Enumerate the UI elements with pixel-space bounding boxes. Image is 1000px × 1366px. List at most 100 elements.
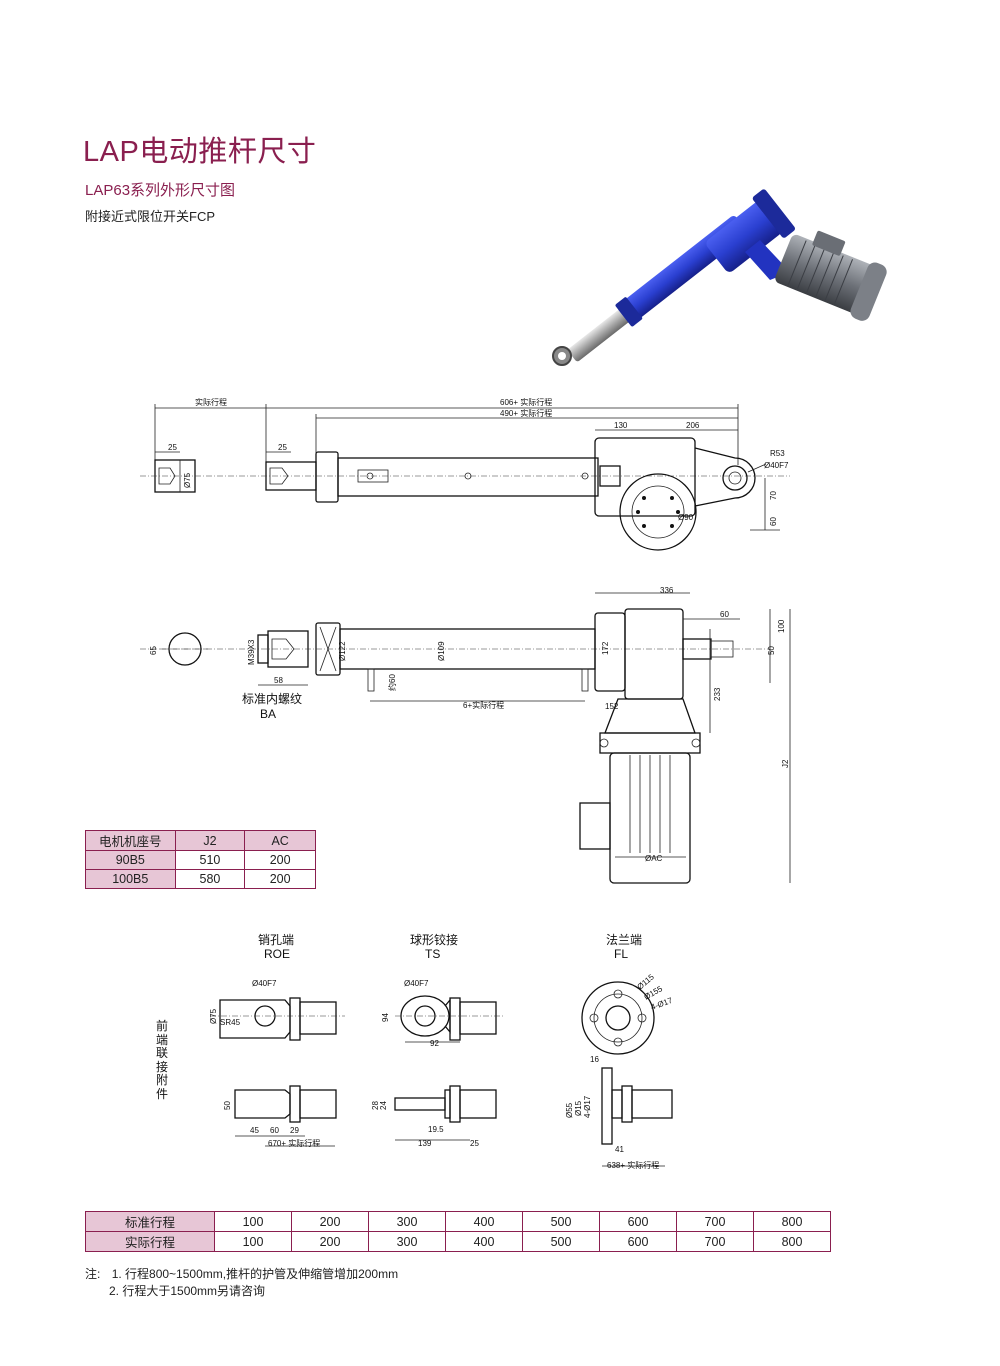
dim-25a: 25: [168, 443, 177, 452]
roe-d40: Ø40F7: [252, 979, 277, 988]
stroke-std-1: 200: [291, 1211, 369, 1232]
stroke-act-1: 200: [291, 1231, 369, 1252]
ts-d40: Ø40F7: [404, 979, 429, 988]
ts-d25: 25: [470, 1139, 479, 1148]
motor-table: 电机机座号 J2 AC 90B5 510 200 100B5 580 200: [85, 830, 316, 889]
motor-row1-cell0: 100B5: [85, 869, 176, 889]
stroke-std-4: 500: [522, 1211, 600, 1232]
stroke-std-0: 100: [214, 1211, 292, 1232]
dim-60: 60: [769, 517, 778, 526]
motor-header-1: J2: [174, 830, 246, 851]
stroke-act-6: 700: [676, 1231, 754, 1252]
attachments-side-label-text: 前端联接附件: [155, 1019, 168, 1101]
roe-d50: 50: [223, 1101, 232, 1110]
stroke-act-4: 500: [522, 1231, 600, 1252]
note-text-1: 1. 行程800~1500mm,推杆的护管及伸缩管增加200mm: [111, 1267, 399, 1281]
fl-d41: 41: [615, 1145, 624, 1154]
dim-233: 233: [713, 687, 722, 701]
note-line-1: 注: 1. 行程800~1500mm,推杆的护管及伸缩管增加200mm: [85, 1266, 398, 1283]
page-subtitle: LAP63系列外形尺寸图: [85, 182, 236, 199]
dim-70: 70: [769, 491, 778, 500]
fl-stroke: 638+ 实际行程: [607, 1160, 659, 1170]
thread-label: 标准内螺纹: [242, 692, 302, 706]
dim-100: 100: [777, 619, 786, 633]
motor-row1-cell2: 200: [244, 869, 316, 889]
dim-60m: 60: [720, 610, 729, 619]
stroke-act-5: 600: [599, 1231, 677, 1252]
stroke-std-5: 600: [599, 1211, 677, 1232]
ts-d139: 139: [418, 1139, 432, 1148]
dim-152: 152: [605, 702, 619, 711]
thread-code: BA: [260, 707, 276, 721]
dim-r53: R53: [770, 449, 785, 458]
table-row: 90B5 510 200: [85, 850, 316, 870]
fl-d55: Ø55: [565, 1102, 574, 1118]
motor-row0-cell1: 510: [174, 850, 246, 870]
fl-d4-17: 4-Ø17: [583, 1095, 592, 1118]
drawing-top-view: 实际行程 606+ 实际行程 490+ 实际行程 130 206 25 Ø75 …: [140, 397, 790, 551]
dim-58: 58: [274, 676, 283, 685]
dim-606: 606+ 实际行程: [500, 397, 552, 407]
dim-336: 336: [660, 586, 674, 595]
dim-206: 206: [686, 421, 700, 430]
dim-109: Ø109: [437, 641, 446, 661]
stroke-act-7: 800: [753, 1231, 831, 1252]
stroke-act-2: 300: [368, 1231, 446, 1252]
ts-d92: 92: [430, 1039, 439, 1048]
dim-65: 65: [149, 646, 158, 655]
dim-ac: ØAC: [645, 854, 663, 863]
roe-code: ROE: [264, 947, 290, 961]
roe-d29: 29: [290, 1126, 299, 1135]
table-row: 100B5 580 200: [85, 869, 316, 889]
stroke-act-3: 400: [445, 1231, 523, 1252]
roe-sr45: SR45: [220, 1018, 241, 1027]
motor-row0-cell2: 200: [244, 850, 316, 870]
ts-d94: 94: [381, 1013, 390, 1022]
dim-172: 172: [601, 641, 610, 655]
attachments-drawing: 销孔端 ROE Ø40F7 Ø75 SR45 50 45 60 29 670+ …: [209, 932, 674, 1170]
stroke-row-actual: 实际行程 100 200 300 400 500 600 700 800: [85, 1231, 831, 1252]
stroke-std-3: 400: [445, 1211, 523, 1232]
dim-j2: J2: [781, 759, 790, 768]
ts-code: TS: [425, 947, 440, 961]
stroke-std-7: 800: [753, 1211, 831, 1232]
stroke-act-0: 100: [214, 1231, 292, 1252]
dim-40f7: Ø40F7: [764, 461, 789, 470]
drawing-side-view: 65 M39X3 58 标准内螺纹 BA Ø122 Ø109 约60 6+实际行…: [140, 586, 791, 884]
dim-stroke-label: 实际行程: [195, 397, 227, 407]
note-prefix: 注:: [85, 1267, 101, 1281]
stroke-row2-label: 实际行程: [85, 1231, 215, 1252]
stroke-row1-label: 标准行程: [85, 1211, 215, 1232]
ts-d28: 28: [371, 1101, 380, 1110]
dim-50: 50: [767, 646, 776, 655]
notes: 注: 1. 行程800~1500mm,推杆的护管及伸缩管增加200mm 2. 行…: [85, 1266, 398, 1300]
ts-d24: 24: [379, 1101, 388, 1110]
ts-d195: 19.5: [428, 1125, 444, 1134]
dim-75: Ø75: [183, 472, 192, 488]
stroke-std-6: 700: [676, 1211, 754, 1232]
page-title: LAP电动推杆尺寸: [83, 136, 317, 168]
fl-name: 法兰端: [606, 933, 642, 947]
dim-490: 490+ 实际行程: [500, 408, 552, 418]
product-photo: [552, 189, 887, 366]
roe-d60: 60: [270, 1126, 279, 1135]
motor-row1-cell1: 580: [174, 869, 246, 889]
stroke-table: 标准行程 100 200 300 400 500 600 700 800 实际行…: [85, 1211, 831, 1252]
motor-table-header: 电机机座号 J2 AC: [85, 830, 316, 851]
roe-d75: Ø75: [209, 1008, 218, 1024]
fl-d15: Ø15: [574, 1100, 583, 1116]
dim-60b: 约60: [387, 674, 397, 691]
header-note: 附接近式限位开关FCP: [85, 209, 216, 224]
dim-90: Ø90: [678, 513, 694, 522]
stroke-row-standard: 标准行程 100 200 300 400 500 600 700 800: [85, 1211, 831, 1232]
dim-122: Ø122: [338, 641, 347, 661]
note-text-2: 2. 行程大于1500mm另请咨询: [109, 1284, 266, 1298]
dim-6stroke: 6+实际行程: [463, 700, 504, 710]
fl-code: FL: [614, 947, 628, 961]
fl-d16: 16: [590, 1055, 599, 1064]
dim-25b: 25: [278, 443, 287, 452]
roe-d45: 45: [250, 1126, 259, 1135]
dim-m39: M39X3: [247, 639, 256, 665]
roe-stroke: 670+ 实际行程: [268, 1138, 320, 1148]
roe-name: 销孔端: [258, 933, 294, 947]
